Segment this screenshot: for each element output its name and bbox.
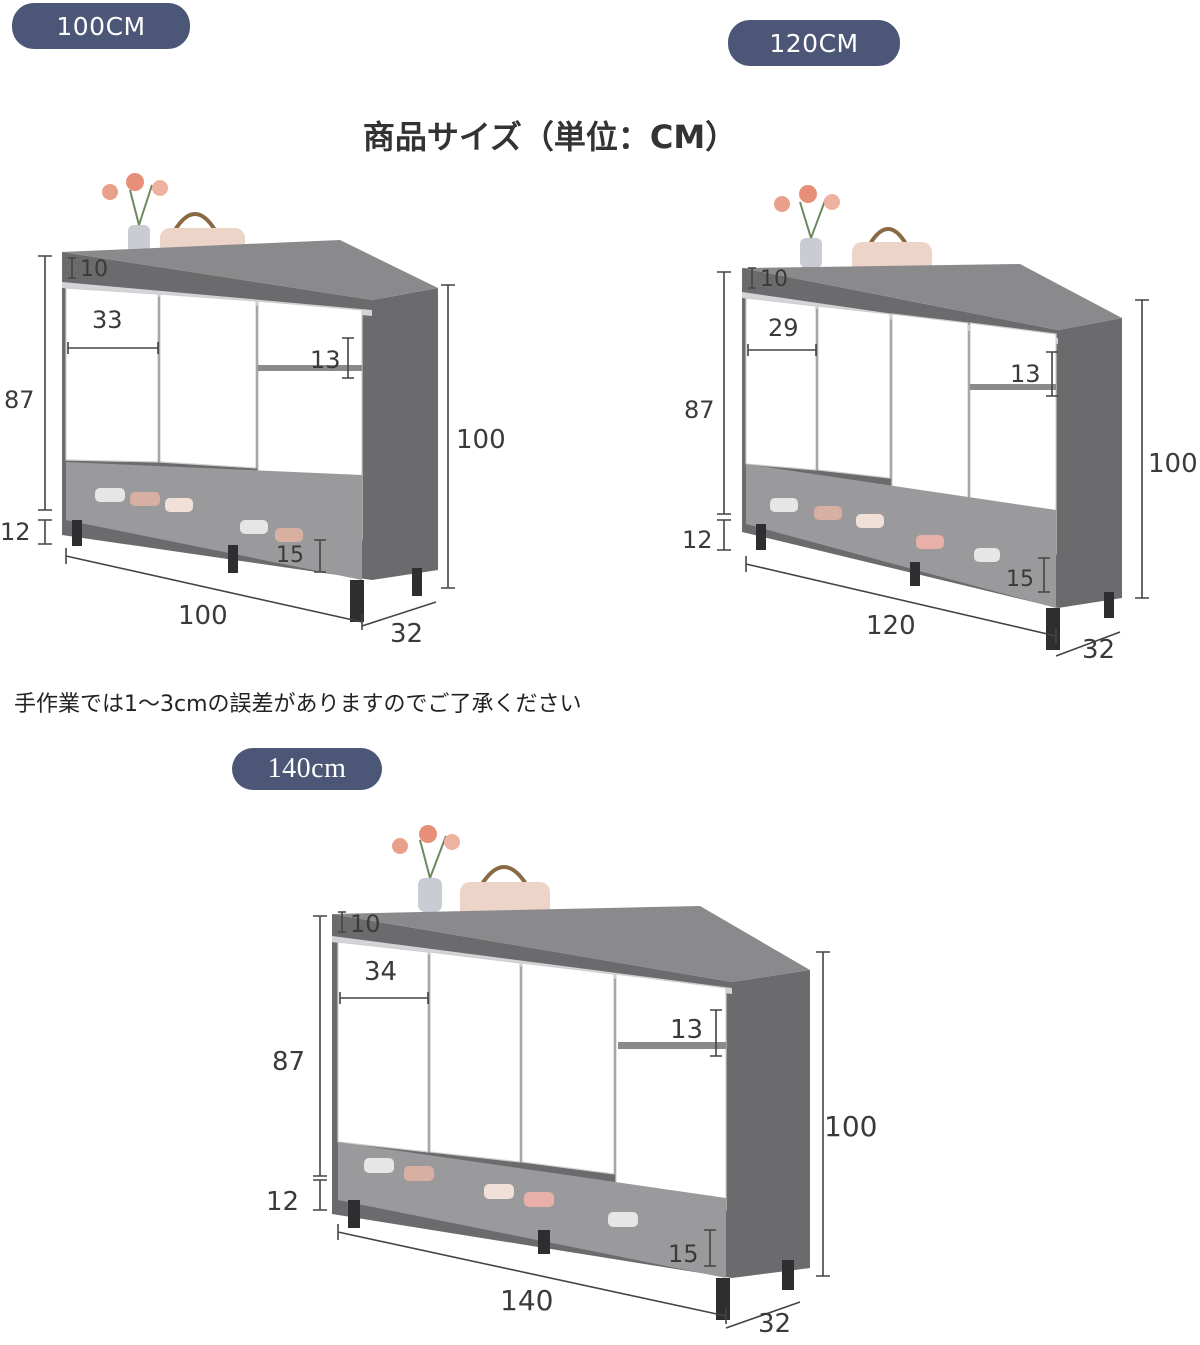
- dimension-lines: [313, 911, 830, 1329]
- size-badge-120: 120CM: [728, 20, 900, 66]
- shoes-icon: [95, 488, 303, 542]
- dim-drawer-height: 13: [670, 1015, 703, 1045]
- dim-leg-height: 12: [682, 526, 713, 554]
- dim-drawer-height: 13: [310, 346, 341, 374]
- size-badge-140: 140cm: [232, 748, 382, 790]
- dim-top-rail: 10: [80, 257, 108, 282]
- dim-body-height: 87: [4, 386, 35, 414]
- dim-top-rail: 10: [350, 910, 381, 938]
- flower-vase-icon: [102, 173, 168, 255]
- shoes-icon: [364, 1158, 638, 1227]
- dim-body-height: 87: [272, 1047, 305, 1077]
- dim-top-rail: 10: [760, 267, 788, 292]
- dim-depth: 32: [1082, 635, 1115, 665]
- tolerance-note: 手作業では1～3cmの誤差がありますのでご了承ください: [14, 692, 582, 717]
- dim-door-width: 33: [92, 306, 123, 334]
- flower-vase-icon: [392, 825, 460, 912]
- cabinet-diagram-140: 87 12 100 34 13 15 140 32 10: [266, 825, 877, 1339]
- dimension-lines: [717, 267, 1149, 657]
- dim-drawer-height: 13: [1010, 360, 1041, 388]
- dim-total-height: 100: [1148, 449, 1198, 479]
- dim-width: 120: [866, 611, 916, 641]
- dimension-lines: [38, 255, 455, 630]
- dim-door-width: 34: [364, 957, 397, 987]
- dim-shelf-height: 15: [1006, 567, 1034, 592]
- page-title: 商品サイズ（単位：CM）: [362, 118, 738, 156]
- dim-depth: 32: [390, 619, 423, 649]
- dim-shelf-height: 15: [276, 543, 304, 568]
- dim-leg-height: 12: [0, 518, 31, 546]
- size-badge-label: 140cm: [267, 753, 347, 784]
- dim-door-width: 29: [768, 314, 799, 342]
- dim-depth: 32: [758, 1309, 791, 1339]
- size-badge-100: 100CM: [12, 3, 190, 49]
- dim-shelf-height: 15: [668, 1240, 699, 1268]
- size-badge-label: 100CM: [56, 11, 146, 41]
- flower-vase-icon: [774, 185, 840, 268]
- dim-width: 140: [500, 1284, 553, 1317]
- dim-width: 100: [178, 601, 228, 631]
- cabinet-diagram-120: 87 12 100 29 13 15 120 32 10: [682, 185, 1198, 665]
- cabinet-diagram-100: 87 12 100 33 13 15 100 32 10: [0, 173, 506, 649]
- dim-total-height: 100: [824, 1110, 877, 1143]
- size-badge-label: 120CM: [769, 28, 859, 58]
- dim-body-height: 87: [684, 396, 715, 424]
- dim-leg-height: 12: [266, 1187, 299, 1217]
- shoes-icon: [770, 498, 1000, 562]
- dim-total-height: 100: [456, 425, 506, 455]
